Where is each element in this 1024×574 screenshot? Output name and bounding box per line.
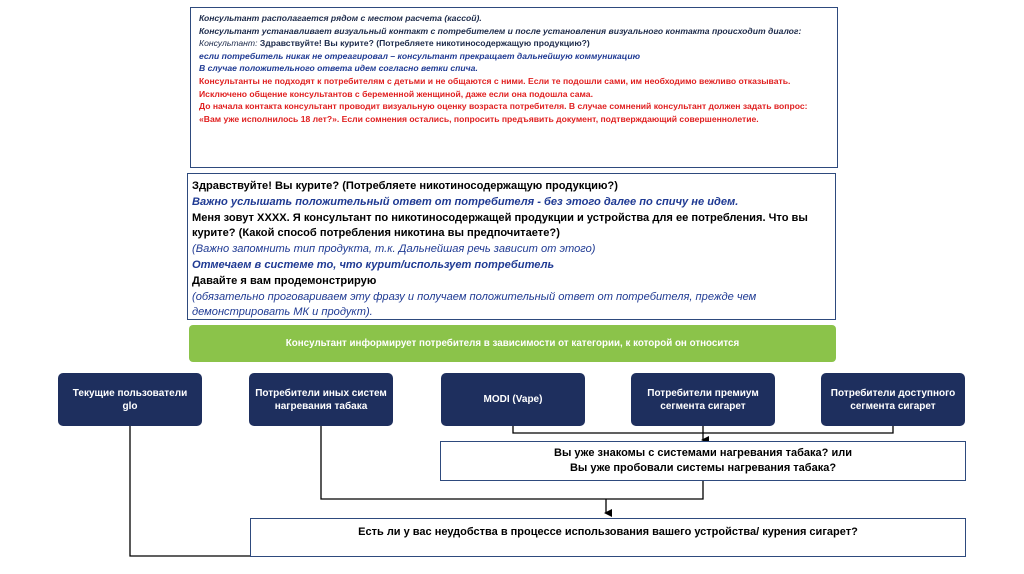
category-accessible-cigarettes: Потребители доступного сегмента сигарет (821, 373, 965, 426)
question-line: Есть ли у вас неудобства в процессе испо… (358, 526, 858, 538)
category-label: Потребители иных систем нагревания табак… (255, 387, 387, 412)
instruction-line: если потребитель никак не отреагировал –… (199, 50, 641, 61)
script-line: Давайте я вам продемонстрирую (192, 274, 377, 287)
consultant-prefix: Консультант: (199, 38, 258, 49)
instruction-line: Консультант располагается рядом с местом… (199, 13, 482, 23)
category-premium-cigarettes: Потребители премиум сегмента сигарет (631, 373, 775, 426)
category-label: MODI (Vape) (483, 394, 543, 405)
greeting-text: Здравствуйте! Вы курите? (Потребляете ни… (257, 38, 590, 49)
instruction-line: В случае положительного ответа идем согл… (199, 63, 478, 74)
question-line: Вы уже знакомы с системами нагревания та… (554, 447, 852, 459)
instruction-line: Исключено общение консультантов с береме… (199, 88, 593, 99)
category-label: Текущие пользователи glo (72, 387, 188, 412)
instruction-line: До начала контакта консультант проводит … (199, 101, 808, 124)
script-line: Важно услышать положительный ответ от по… (192, 195, 739, 208)
script-line: Меня зовут ХХХХ. Я консультант по никоти… (192, 211, 808, 240)
instructions-box: Консультант располагается рядом с местом… (190, 7, 838, 168)
script-line: (Важно запомнить тип продукта, т.к. Даль… (192, 243, 596, 256)
script-line: Здравствуйте! Вы курите? (Потребляете ни… (192, 180, 618, 192)
category-other-heating-systems: Потребители иных систем нагревания табак… (249, 373, 393, 426)
category-modi-vape: MODI (Vape) (441, 373, 585, 426)
instruction-line: Консультант устанавливает визуальный кон… (199, 25, 802, 36)
connector-other-systems (320, 426, 704, 500)
script-line: Отмечаем в системе то, что курит/использ… (192, 258, 555, 271)
question-line: Вы уже пробовали системы нагревания таба… (569, 462, 837, 474)
category-label: Потребители доступного сегмента сигарет (830, 387, 956, 412)
instruction-line: Консультант: Здравствуйте! Вы курите? (П… (199, 37, 829, 50)
inform-banner-text: Консультант информирует потребителя в за… (285, 338, 740, 349)
inform-banner: Консультант информирует потребителя в за… (189, 325, 836, 362)
connector-glo (129, 426, 250, 557)
category-label: Потребители премиум сегмента сигарет (647, 387, 759, 412)
question-inconvenience: Есть ли у вас неудобства в процессе испо… (250, 518, 966, 557)
category-glo-users: Текущие пользователи glo (58, 373, 202, 426)
instruction-line: Консультанты не подходят к потребителям … (199, 75, 791, 86)
speech-script-box: Здравствуйте! Вы курите? (Потребляете ни… (187, 173, 836, 320)
question-familiar-heating: Вы уже знакомы с системами нагревания та… (440, 441, 966, 481)
script-line: (обязательно проговариваем эту фразу и п… (192, 290, 757, 319)
